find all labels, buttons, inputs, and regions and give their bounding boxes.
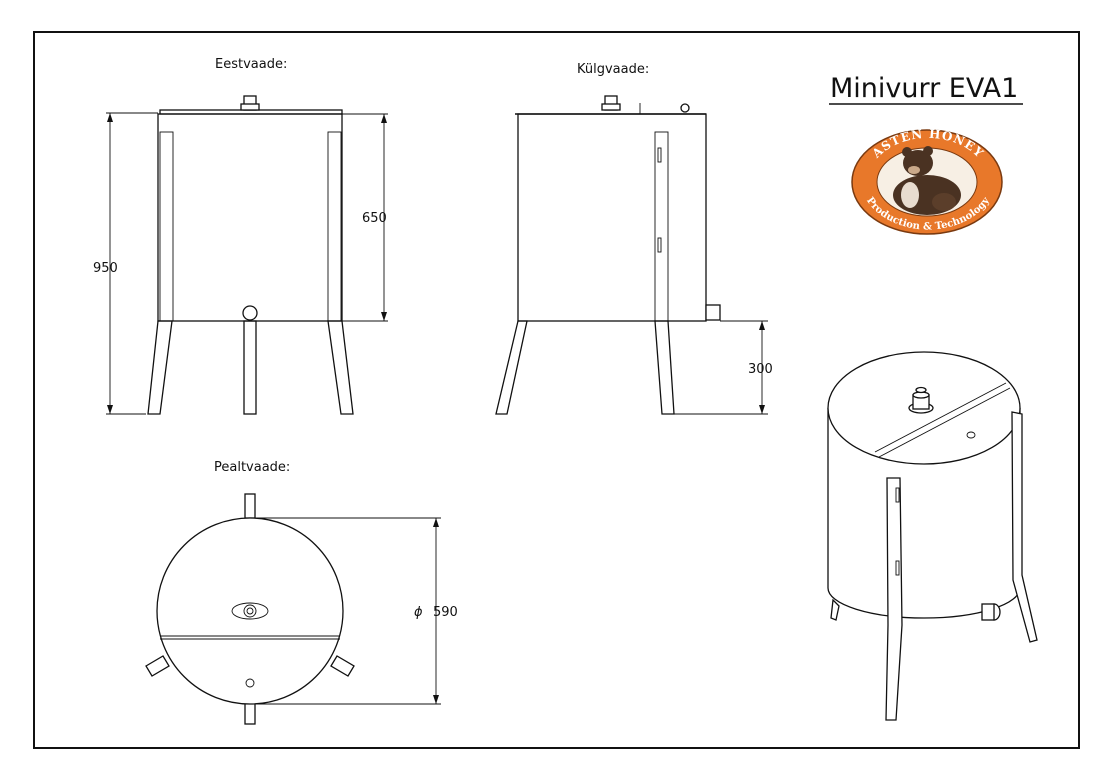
side-tank-body <box>517 113 707 322</box>
drawing-title: Minivurr EVA1 <box>830 73 1018 104</box>
diameter-symbol: ϕ <box>414 605 423 620</box>
front-view-label: Eestvaade: <box>215 57 287 72</box>
front-tank-body <box>157 113 343 322</box>
top-tank-outline <box>156 517 344 705</box>
side-view-label: Külgvaade: <box>577 62 649 77</box>
top-view-label: Pealtvaade: <box>214 460 290 475</box>
dimension-650: 650 <box>362 211 387 226</box>
asten-honey-logo: ASTEN HONEY Production & Technology <box>851 127 1003 235</box>
side-view: Külgvaade: 300 <box>495 62 773 415</box>
front-view: Eestvaade: 950 650 <box>93 57 388 415</box>
dimension-590: 590 <box>433 605 458 620</box>
isometric-view <box>827 351 1038 721</box>
bear-icon <box>893 146 961 215</box>
dimension-950: 950 <box>93 261 118 276</box>
top-view: Pealtvaade: ϕ 590 <box>145 460 458 725</box>
drawing-frame <box>33 31 1080 749</box>
dimension-300: 300 <box>748 362 773 377</box>
